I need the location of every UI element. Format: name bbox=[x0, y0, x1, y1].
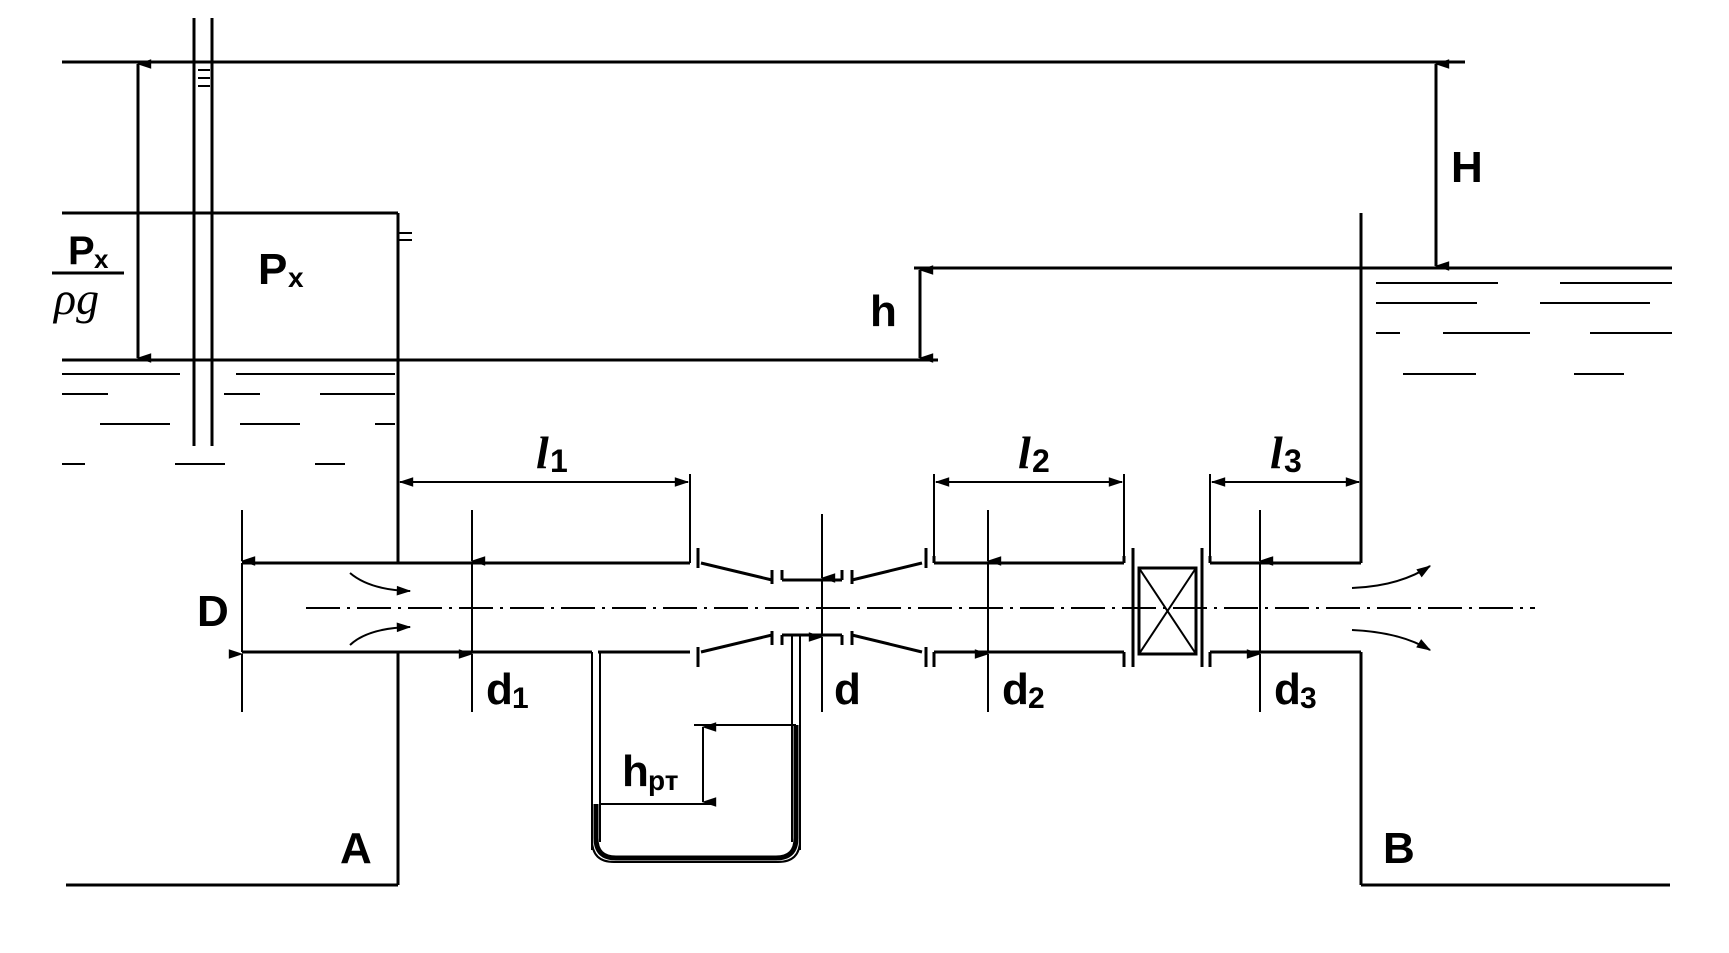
tank-b bbox=[914, 213, 1672, 887]
diameter-D-label: D bbox=[197, 587, 229, 636]
svg-text:l: l bbox=[1270, 427, 1283, 478]
svg-text:рт: рт bbox=[648, 765, 678, 796]
svg-text:d: d bbox=[486, 665, 513, 714]
svg-text:P: P bbox=[258, 245, 287, 294]
svg-text:1: 1 bbox=[550, 443, 568, 479]
svg-text:3: 3 bbox=[1284, 443, 1302, 479]
manometer-hpt-dimension bbox=[600, 722, 796, 807]
svg-text:d: d bbox=[1002, 665, 1029, 714]
svg-text:h: h bbox=[622, 747, 649, 796]
valve-icon bbox=[1137, 566, 1198, 656]
mercury-column bbox=[593, 725, 799, 861]
tank-a bbox=[62, 211, 938, 887]
piezometer-tube bbox=[192, 18, 214, 446]
u-tube-manometer bbox=[591, 635, 801, 863]
svg-text:d: d bbox=[1274, 665, 1301, 714]
diameter-d1-label: d 1 bbox=[486, 665, 529, 715]
manometer-hpt-label: h рт bbox=[622, 747, 678, 796]
svg-text:2: 2 bbox=[1032, 443, 1050, 479]
tank-a-water-hatching bbox=[62, 373, 395, 465]
tank-pressure-label: P x bbox=[258, 245, 304, 294]
tank-b-water-hatching bbox=[1376, 282, 1672, 375]
outlet-flow-arrow-top bbox=[1351, 565, 1431, 589]
length-l1-label: l 1 bbox=[536, 427, 568, 479]
tank-b-label: B bbox=[1383, 824, 1415, 873]
length-l3-dimension bbox=[1209, 474, 1361, 556]
diameter-d3-label: d 3 bbox=[1274, 665, 1317, 715]
svg-text:x: x bbox=[288, 262, 304, 293]
length-l3-label: l 3 bbox=[1270, 427, 1302, 479]
length-l2-dimension bbox=[933, 474, 1125, 556]
outlet-flow-arrow-bottom bbox=[1351, 629, 1432, 651]
flow-arrows bbox=[349, 565, 1432, 651]
svg-text:2: 2 bbox=[1028, 682, 1045, 715]
svg-text:ρg: ρg bbox=[52, 273, 99, 324]
svg-text:P: P bbox=[68, 229, 95, 273]
svg-text:x: x bbox=[94, 244, 109, 274]
inlet-flow-arrow-top bbox=[349, 572, 412, 596]
svg-text:l: l bbox=[536, 427, 549, 478]
svg-text:3: 3 bbox=[1300, 682, 1317, 715]
diameter-d2-label: d 2 bbox=[1002, 665, 1045, 715]
level-difference-h-label: h bbox=[870, 287, 897, 336]
diameter-d-label: d bbox=[834, 665, 861, 714]
inlet-flow-arrow-bottom bbox=[349, 622, 412, 646]
pipeline bbox=[242, 548, 1535, 667]
head-H-label: H bbox=[1451, 143, 1483, 192]
svg-text:l: l bbox=[1018, 427, 1031, 478]
length-l1-dimension bbox=[398, 474, 691, 563]
length-l2-label: l 2 bbox=[1018, 427, 1050, 479]
px-rho-g-label: P x ρg bbox=[52, 229, 124, 324]
svg-text:1: 1 bbox=[512, 682, 529, 715]
tank-a-label: A bbox=[340, 824, 372, 873]
